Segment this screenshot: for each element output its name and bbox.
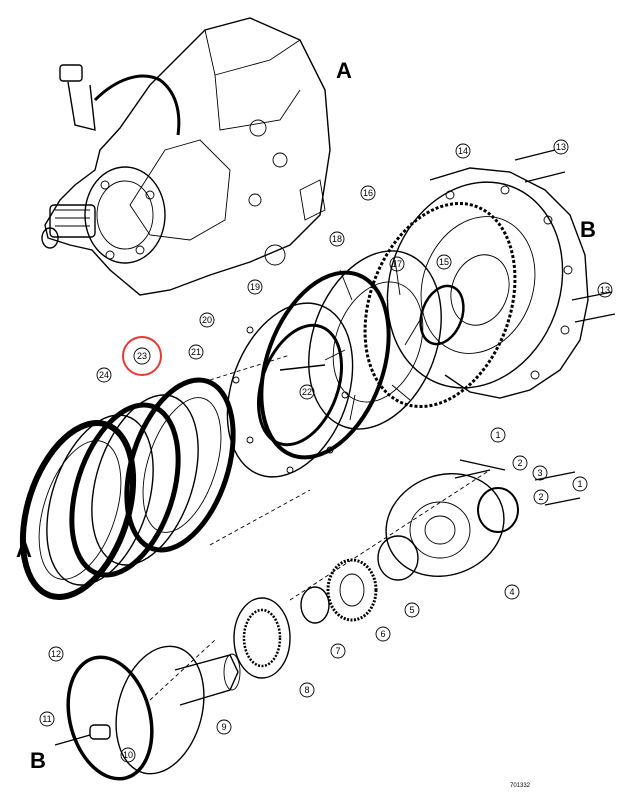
drawing-code: 701332 bbox=[510, 783, 531, 789]
callout-17: 17 bbox=[389, 256, 405, 272]
svg-text:14: 14 bbox=[458, 146, 468, 156]
planet-carrier bbox=[308, 250, 442, 430]
pressure-plate bbox=[226, 302, 354, 478]
svg-text:7: 7 bbox=[335, 646, 340, 656]
callout-21: 21 bbox=[188, 344, 204, 360]
gasket bbox=[363, 201, 517, 409]
ring-gear bbox=[233, 597, 291, 679]
seal bbox=[377, 535, 419, 581]
section-label-a-top: A bbox=[336, 58, 352, 83]
callout-18: 18 bbox=[329, 231, 345, 247]
callout-8: 8 bbox=[299, 682, 315, 698]
section-label-b-bottom: B bbox=[30, 748, 46, 773]
transmission-housing bbox=[41, 17, 331, 296]
callout-16: 16 bbox=[360, 185, 376, 201]
callout-11: 11 bbox=[39, 711, 55, 727]
svg-text:20: 20 bbox=[202, 315, 212, 325]
callout-6: 6 bbox=[375, 626, 391, 642]
svg-text:2: 2 bbox=[517, 458, 522, 468]
callout-5: 5 bbox=[404, 602, 420, 618]
svg-text:24: 24 bbox=[99, 370, 109, 380]
svg-text:21: 21 bbox=[191, 347, 201, 357]
svg-text:18: 18 bbox=[332, 234, 342, 244]
callout-20: 20 bbox=[199, 312, 215, 328]
callout-layer: 1 2 3 2 1 4 5 6 7 8 9 10 11 12 13 13 14 … bbox=[39, 139, 613, 763]
rear-housing bbox=[386, 149, 616, 399]
svg-text:19: 19 bbox=[250, 282, 260, 292]
bushing bbox=[300, 586, 330, 624]
callout-9: 9 bbox=[216, 719, 232, 735]
o-ring-output bbox=[66, 655, 154, 781]
svg-text:5: 5 bbox=[409, 605, 414, 615]
svg-text:11: 11 bbox=[42, 714, 51, 724]
svg-text:2: 2 bbox=[538, 492, 543, 502]
svg-text:10: 10 bbox=[123, 750, 133, 760]
clutch-disc-pack bbox=[19, 377, 236, 600]
output-shaft bbox=[54, 645, 241, 775]
svg-text:6: 6 bbox=[380, 629, 385, 639]
svg-text:23: 23 bbox=[137, 351, 147, 361]
pump-body bbox=[385, 459, 581, 577]
callout-2a: 2 bbox=[512, 455, 528, 471]
callout-15: 15 bbox=[436, 254, 452, 270]
highlight-ring bbox=[122, 336, 162, 376]
callout-7: 7 bbox=[330, 643, 346, 659]
callout-13a: 13 bbox=[553, 139, 569, 155]
callout-1b: 1 bbox=[572, 476, 588, 492]
svg-text:13: 13 bbox=[600, 285, 610, 295]
callout-14: 14 bbox=[455, 143, 471, 159]
svg-text:13: 13 bbox=[556, 142, 566, 152]
svg-text:15: 15 bbox=[439, 257, 449, 267]
callout-10: 10 bbox=[120, 747, 136, 763]
svg-text:22: 22 bbox=[302, 387, 312, 397]
callout-1a: 1 bbox=[490, 427, 506, 443]
callout-2b: 2 bbox=[533, 489, 549, 505]
callout-19: 19 bbox=[247, 279, 263, 295]
svg-text:4: 4 bbox=[509, 587, 514, 597]
callout-23: 23 bbox=[133, 347, 151, 365]
svg-text:9: 9 bbox=[221, 722, 226, 732]
o-ring-small bbox=[419, 284, 465, 346]
svg-text:1: 1 bbox=[577, 479, 582, 489]
callout-24: 24 bbox=[96, 367, 112, 383]
callout-13b: 13 bbox=[597, 282, 613, 298]
callout-4: 4 bbox=[504, 584, 520, 600]
section-label-a-left: A bbox=[16, 537, 32, 562]
o-ring-large bbox=[259, 270, 391, 460]
svg-text:17: 17 bbox=[392, 259, 402, 269]
svg-text:16: 16 bbox=[363, 188, 373, 198]
section-label-b-right: B bbox=[580, 217, 596, 242]
callout-22: 22 bbox=[299, 384, 315, 400]
svg-text:12: 12 bbox=[51, 649, 61, 659]
callout-3: 3 bbox=[532, 465, 548, 481]
svg-text:8: 8 bbox=[304, 685, 309, 695]
drive-gear bbox=[326, 558, 378, 622]
alignment-lines bbox=[149, 354, 491, 701]
svg-text:3: 3 bbox=[537, 468, 542, 478]
svg-text:1: 1 bbox=[495, 430, 500, 440]
callout-12: 12 bbox=[48, 646, 64, 662]
